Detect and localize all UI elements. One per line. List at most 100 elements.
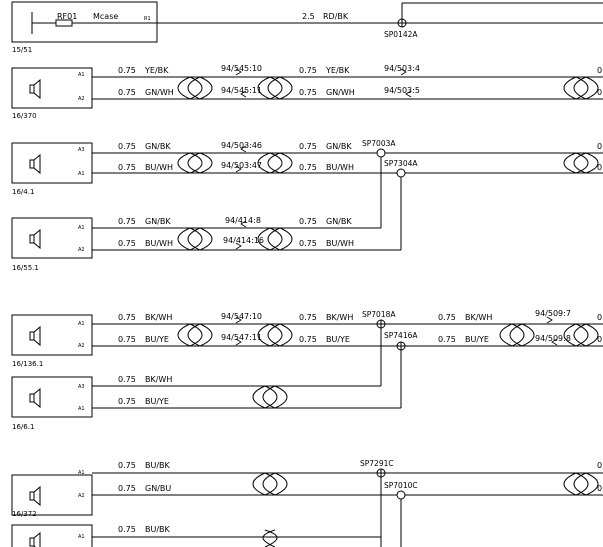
edge-label: 0 (597, 461, 602, 470)
wire-size: 0.75 (118, 525, 136, 534)
connector-ref: 16/136.1 (12, 360, 43, 368)
wire-color: BU/BK (145, 461, 171, 470)
wire-size: 0.75 (118, 88, 136, 97)
wire-size: 0.75 (118, 313, 136, 322)
wire-size: 0.75 (299, 313, 317, 322)
wire-size: 2.5 (302, 12, 315, 21)
edge-label: 0 (597, 484, 602, 493)
connector-pin: 94/547:10 (221, 312, 262, 321)
wire-size: 0.75 (299, 163, 317, 172)
speaker-connector-box (11, 217, 93, 259)
splice-label: SP7416A (384, 331, 418, 340)
wire-color: GN/BU (145, 484, 171, 493)
wire-color: BK/WH (145, 375, 172, 384)
wire-color: YE/BK (325, 66, 350, 75)
splice-label: SP0142A (384, 30, 418, 39)
splice-label: SP7010C (384, 481, 418, 490)
wire-size: 0.75 (299, 142, 317, 151)
pin-label: A1 (78, 171, 85, 177)
wire-color: BK/WH (465, 313, 492, 322)
splice-label: SP7291C (360, 459, 394, 468)
connector-ref: 16/4.1 (12, 188, 34, 196)
speaker-icon (29, 326, 41, 346)
connector-pin: 94/414:8 (225, 216, 261, 225)
wire-size: 0.75 (299, 66, 317, 75)
connector-pin: 94/503:4 (384, 64, 420, 73)
speaker-icon (29, 229, 41, 249)
pin-label: A2 (78, 493, 85, 499)
connector-ref: 16/55.1 (12, 264, 39, 272)
connector-pin: 94/503:5 (384, 86, 420, 95)
splice-point-solid (396, 168, 406, 178)
speaker-connector-box (11, 142, 93, 184)
wire-color: GN/WH (145, 88, 174, 97)
pin-label: A3 (78, 384, 85, 390)
splice-label: SP7304A (384, 159, 418, 168)
wire-size: 0.75 (299, 335, 317, 344)
case-label: Mcase (93, 12, 118, 21)
wire-size: 0.75 (438, 335, 456, 344)
wire-color: BK/WH (145, 313, 172, 322)
wire-color: BU/WH (326, 239, 354, 248)
wire-size: 0.75 (118, 484, 136, 493)
splice-point-solid (397, 18, 407, 28)
wire-color: RD/BK (323, 12, 349, 21)
wire-size: 0.75 (118, 461, 136, 470)
pin-label: A3 (78, 147, 85, 153)
wire-size: 0.75 (118, 217, 136, 226)
connector-ref: 16/372 (12, 510, 37, 518)
pin-label: A1 (78, 72, 85, 78)
wire-color: BU/WH (145, 163, 173, 172)
wire-size: 0.75 (118, 142, 136, 151)
connector-pin: 94/509:7 (535, 309, 571, 318)
edge-label: 0 (597, 142, 602, 151)
pin-label: A1 (78, 470, 85, 476)
wire-color: BU/YE (465, 335, 489, 344)
wire-size: 0.75 (118, 66, 136, 75)
wire-size: 0.75 (299, 88, 317, 97)
pin-label: A2 (78, 96, 85, 102)
connector-ref: 16/6.1 (12, 423, 34, 431)
pin-label: A2 (78, 343, 85, 349)
edge-label: 0 (597, 66, 602, 75)
wire-color: BU/BK (145, 525, 171, 534)
connector-pin: 94/503:47 (221, 161, 262, 170)
wire-size: 0.75 (118, 163, 136, 172)
fuse-box (11, 1, 158, 43)
fuse-label: RF01 (57, 12, 77, 21)
wire-color: BU/WH (145, 239, 173, 248)
wire-color: GN/WH (326, 88, 355, 97)
speaker-connector-box (11, 314, 93, 356)
speaker-icon (29, 154, 41, 174)
pin-label: A2 (78, 247, 85, 253)
connector-pin: 94/509:8 (535, 334, 571, 343)
pin-label: A1 (78, 534, 85, 540)
splice-point-solid (396, 341, 406, 351)
splice-point-solid (376, 319, 386, 329)
wire-size: 0.75 (118, 397, 136, 406)
pin-label: R1 (144, 16, 151, 22)
connector-pin: 94/414:16 (223, 236, 264, 245)
splice-point-solid (376, 148, 386, 158)
speaker-icon (29, 532, 41, 547)
wire-color: BK/WH (326, 313, 353, 322)
wire-size: 0.75 (118, 239, 136, 248)
wire-size: 0.75 (299, 217, 317, 226)
wire-color: GN/BK (145, 142, 171, 151)
connector-pin: 94/545:10 (221, 64, 262, 73)
wire-color: BU/YE (326, 335, 350, 344)
wire-color: BU/WH (326, 163, 354, 172)
speaker-icon (29, 486, 41, 506)
wire-size: 0.75 (299, 239, 317, 248)
wire-size: 0.75 (438, 313, 456, 322)
connector-ref: 15/51 (12, 46, 32, 54)
speaker-connector-box (11, 67, 93, 109)
connector-pin: 94/503:46 (221, 141, 262, 150)
splice-label: SP7003A (362, 139, 396, 148)
speaker-icon (29, 388, 41, 408)
wire-color: GN/BK (326, 217, 352, 226)
edge-label: 0 (597, 335, 602, 344)
wire-color: YE/BK (144, 66, 169, 75)
pin-label: A1 (78, 225, 85, 231)
